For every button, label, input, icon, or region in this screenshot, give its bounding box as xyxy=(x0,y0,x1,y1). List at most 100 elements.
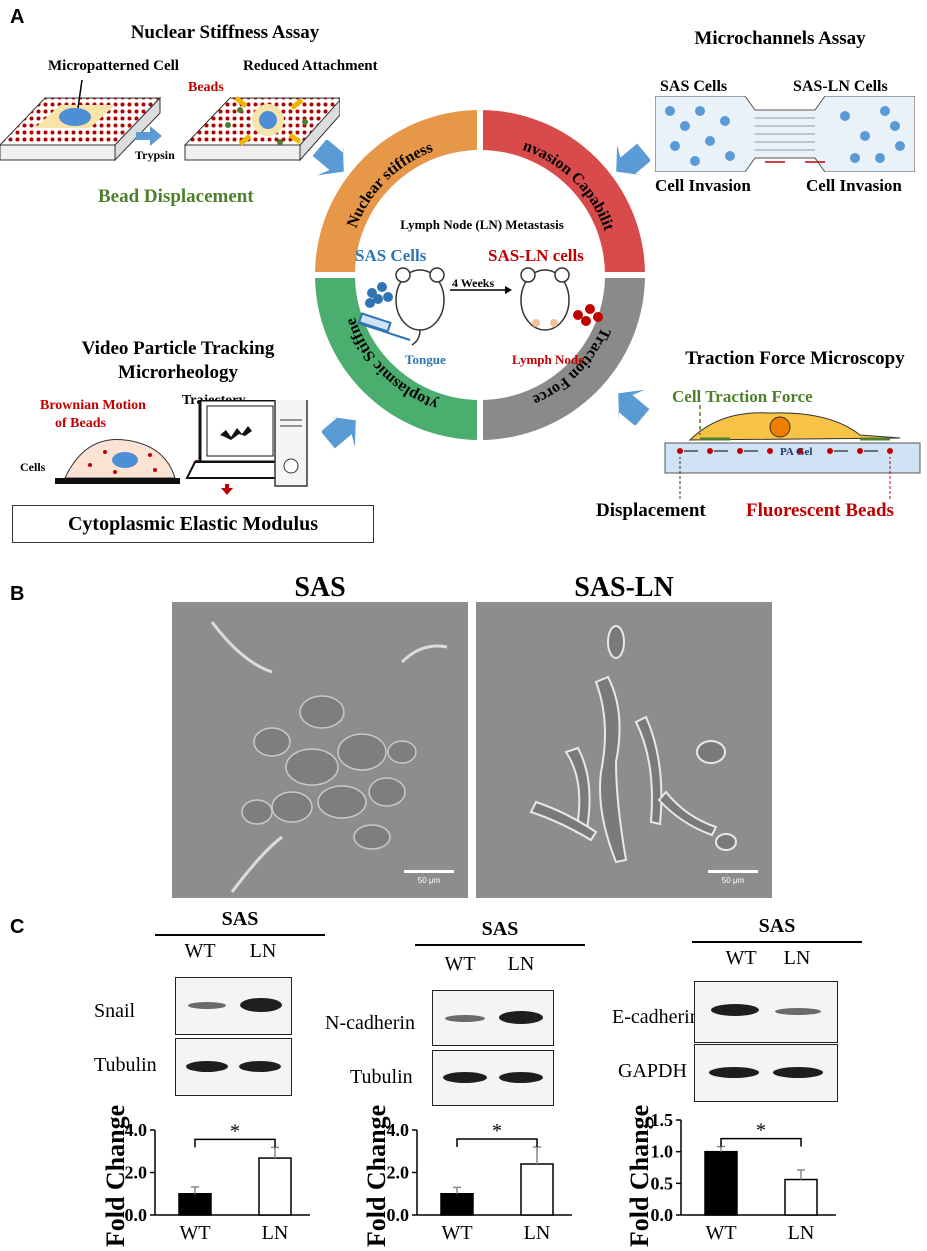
blot3-protein-blot xyxy=(694,981,838,1043)
y-tick-label: 0.0 xyxy=(651,1205,674,1225)
ring-segment-nuclear xyxy=(315,110,480,275)
blot1-underline xyxy=(155,934,325,936)
vptm-title-line2: Microrheology xyxy=(118,362,238,383)
bar-ln xyxy=(784,1178,818,1216)
tfm-displacement-label: Displacement xyxy=(596,500,706,521)
x-tick-label: LN xyxy=(788,1222,815,1244)
y-tick-label: 4.0 xyxy=(125,1120,148,1140)
panel-a-label: A xyxy=(10,6,25,28)
arrow-icon-invasion xyxy=(616,143,650,176)
y-tick-label: 0.5 xyxy=(651,1173,674,1193)
bar-ln xyxy=(520,1163,554,1216)
modulus-box: Cytoplasmic Elastic Modulus xyxy=(12,505,374,543)
scale-bar-left xyxy=(404,870,454,873)
significance-star: * xyxy=(492,1120,502,1142)
x-tick-label: WT xyxy=(705,1222,736,1244)
sas-cells-icon xyxy=(365,282,393,308)
scale-label-right: 50 μm xyxy=(721,876,745,885)
cell-traction-force-label: Cell Traction Force xyxy=(672,387,813,406)
micrograph-sasln: 50 μm xyxy=(476,602,772,898)
scale-bar-right xyxy=(708,870,758,873)
blot2-control-blot xyxy=(432,1050,554,1106)
micrograph-sas-cells xyxy=(210,621,448,893)
bar-wt xyxy=(178,1193,212,1216)
tfm-title: Traction Force Microscopy xyxy=(685,348,905,369)
sasln-cells-icon xyxy=(573,304,603,326)
mouse-icon-left xyxy=(395,267,445,346)
trypsin-label: Trypsin xyxy=(135,148,175,162)
cell-invasion-right-label: Cell Invasion xyxy=(806,176,902,195)
vptm-illustration xyxy=(55,400,308,495)
cycle-ring: Nuclear stiffness Invasion Capability Tr… xyxy=(300,95,650,445)
modulus-label: Cytoplasmic Elastic Modulus xyxy=(67,513,319,535)
blot3-header: SAS xyxy=(758,915,796,937)
x-tick-label: WT xyxy=(179,1222,210,1244)
chart-3: 0.0 0.5 1.0 1.5WT LN * xyxy=(651,1110,836,1244)
blot3-control-label: GAPDH xyxy=(618,1060,687,1082)
blot1-control-label: Tubulin xyxy=(94,1054,157,1076)
significance-bracket xyxy=(456,1138,538,1147)
syringe-icon xyxy=(357,312,411,341)
microchannel-sas-label: SAS Cells xyxy=(660,78,728,95)
microchannel-illustration xyxy=(655,96,915,172)
arrow-icon-nuclear xyxy=(312,140,344,176)
mouse-icon-right xyxy=(520,267,570,331)
significance-bracket xyxy=(720,1137,802,1147)
blot1-protein-blot xyxy=(175,977,292,1035)
blot3-lane-wt: WT xyxy=(725,947,757,969)
pa-gel-label: PA Gel xyxy=(780,446,813,458)
blot3-control-blot xyxy=(694,1044,838,1102)
vptm-title-line1: Video Particle Tracking xyxy=(81,338,275,359)
micrograph-sasln-cells xyxy=(529,625,737,864)
center-tongue-label: Tongue xyxy=(405,352,446,367)
cells-label: Cells xyxy=(20,460,46,474)
bar-wt xyxy=(440,1193,474,1216)
microchannel-sasln-label: SAS-LN Cells xyxy=(793,78,888,95)
microchannels-title: Microchannels Assay xyxy=(694,28,866,49)
blot2-header: SAS xyxy=(481,918,519,940)
center-lymph-label: Lymph Node xyxy=(512,352,584,367)
x-tick-label: LN xyxy=(524,1222,551,1244)
panel-c-label: C xyxy=(10,916,25,938)
blot3-underline xyxy=(692,941,862,943)
fluorescent-beads-label: Fluorescent Beads xyxy=(746,500,894,521)
y-tick-label: 2.0 xyxy=(125,1163,148,1183)
blot2-protein-label: N-cadherin xyxy=(325,1012,415,1034)
y-tick-label: 1.5 xyxy=(651,1110,674,1130)
micrograph-left-title: SAS xyxy=(294,572,346,603)
y-tick-label: 0.0 xyxy=(387,1205,410,1225)
blot2-lane-wt: WT xyxy=(444,953,476,975)
significance-star: * xyxy=(756,1120,766,1142)
bar-ln xyxy=(258,1157,292,1216)
arrow-icon-traction xyxy=(618,389,650,425)
reduced-attachment-label: Reduced Attachment xyxy=(243,58,378,74)
blot2-control-label: Tubulin xyxy=(350,1066,413,1088)
y-tick-label: 0.0 xyxy=(125,1205,148,1225)
blot1-control-blot xyxy=(175,1038,292,1096)
chart-2: 0.0 2.0 4.0WT LN * xyxy=(387,1120,572,1244)
arrow-icon-cytoplasmic xyxy=(322,416,356,449)
significance-bracket xyxy=(194,1138,276,1148)
blot1-protein-label: Snail xyxy=(94,1000,136,1022)
x-tick-label: WT xyxy=(441,1222,472,1244)
ring-segment-traction xyxy=(480,275,645,440)
brownian-label-line2: of Beads xyxy=(55,416,106,431)
beads-label: Beads xyxy=(188,80,224,95)
blot3-protein-label: E-cadherin xyxy=(612,1006,700,1028)
brownian-label-line1: Brownian Motion xyxy=(40,398,146,413)
y-tick-label: 4.0 xyxy=(387,1120,410,1140)
tfm-illustration xyxy=(664,405,921,499)
blot1-lane-wt: WT xyxy=(184,940,216,962)
ring-segment-invasion xyxy=(480,110,645,275)
y-tick-label: 1.0 xyxy=(651,1142,674,1162)
significance-star: * xyxy=(230,1120,240,1142)
scale-label-left: 50 μm xyxy=(417,876,441,885)
center-weeks-label: 4 Weeks xyxy=(452,276,495,290)
blot2-protein-blot xyxy=(432,990,554,1046)
blot2-lane-ln: LN xyxy=(507,953,535,975)
blot3-lane-ln: LN xyxy=(783,947,811,969)
panel-b-label: B xyxy=(10,583,25,605)
micropatterned-label: Micropatterned Cell xyxy=(48,58,179,74)
y-tick-label: 2.0 xyxy=(387,1163,410,1183)
nuclear-assay-title: Nuclear Stiffness Assay xyxy=(130,22,320,43)
